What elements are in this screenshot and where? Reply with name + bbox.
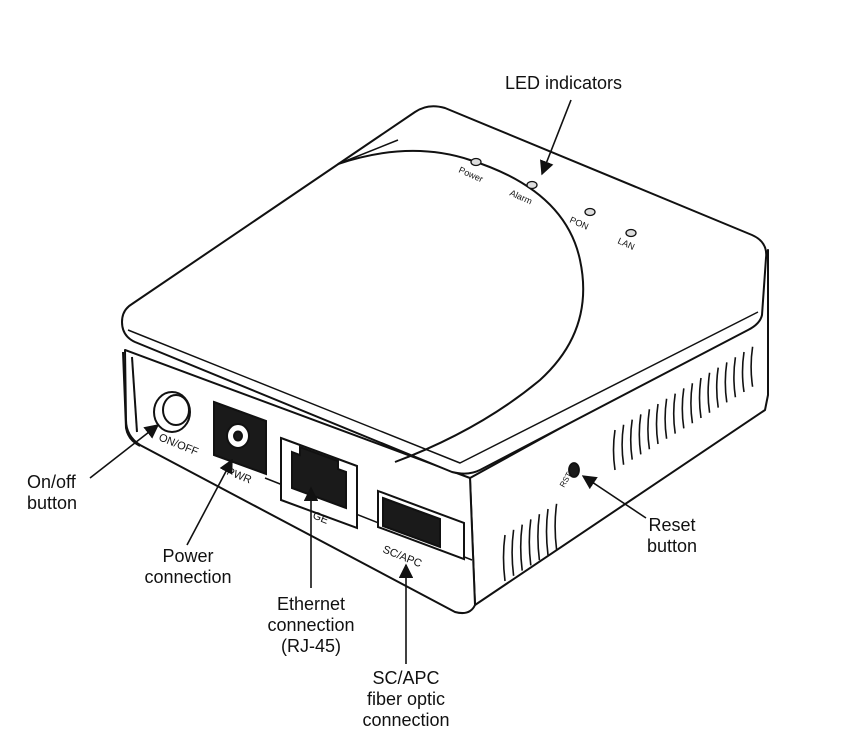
leader-power bbox=[186, 458, 233, 546]
led-lan bbox=[625, 228, 637, 238]
callout-ethernet-connection: Ethernet connection (RJ-45) bbox=[267, 594, 355, 656]
sc-apc-port bbox=[377, 489, 465, 561]
callout-onoff-button: On/off button bbox=[27, 472, 78, 513]
vent-slot bbox=[690, 383, 694, 424]
callout-reset-button: Reset button bbox=[646, 515, 698, 556]
vent-slot bbox=[629, 419, 633, 460]
vent-slot bbox=[724, 362, 728, 403]
vent-slot bbox=[715, 367, 719, 408]
led-pon bbox=[584, 207, 596, 217]
vent-slot bbox=[519, 524, 523, 571]
callout-led-text: LED indicators bbox=[505, 73, 623, 93]
callout-scapc-connection: SC/APC fiber optic connection bbox=[362, 668, 450, 730]
top-bevel bbox=[127, 311, 759, 464]
onoff-knob bbox=[153, 391, 191, 433]
vent-slot bbox=[638, 414, 642, 455]
vent-slot bbox=[681, 388, 685, 429]
reset-hole bbox=[568, 462, 580, 478]
led-power bbox=[470, 157, 482, 167]
leader-onoff bbox=[89, 424, 160, 479]
power-jack bbox=[213, 400, 267, 476]
ge-port-label: GE bbox=[311, 510, 330, 527]
vent-slot bbox=[664, 398, 668, 439]
vent-slot bbox=[612, 429, 616, 471]
vent-slot bbox=[733, 357, 737, 398]
vent-slot bbox=[511, 529, 515, 576]
vent-slot bbox=[741, 351, 745, 393]
vent-slot bbox=[750, 346, 754, 387]
vent-slots bbox=[502, 346, 754, 582]
vent-slot bbox=[647, 409, 651, 450]
top-face bbox=[121, 105, 768, 475]
callout-power-connection: Power connection bbox=[144, 546, 232, 587]
led-row bbox=[470, 157, 637, 238]
top-panel-curve bbox=[337, 149, 585, 463]
vent-slot bbox=[502, 534, 506, 582]
vent-slot bbox=[554, 503, 558, 550]
top-panel-edge bbox=[337, 139, 399, 165]
callout-led-indicators: LED indicators bbox=[505, 73, 622, 94]
vent-slot bbox=[545, 508, 549, 556]
vent-slot bbox=[707, 372, 711, 413]
left-rim bbox=[122, 351, 141, 447]
vent-slot bbox=[621, 424, 625, 465]
vent-slot bbox=[655, 403, 659, 445]
vent-slot bbox=[672, 393, 676, 434]
led-alarm bbox=[526, 180, 538, 190]
vent-slot bbox=[537, 514, 541, 561]
leader-reset bbox=[581, 475, 647, 519]
vent-slot bbox=[698, 377, 702, 419]
vent-slot bbox=[528, 519, 532, 566]
leader-led bbox=[540, 99, 572, 176]
